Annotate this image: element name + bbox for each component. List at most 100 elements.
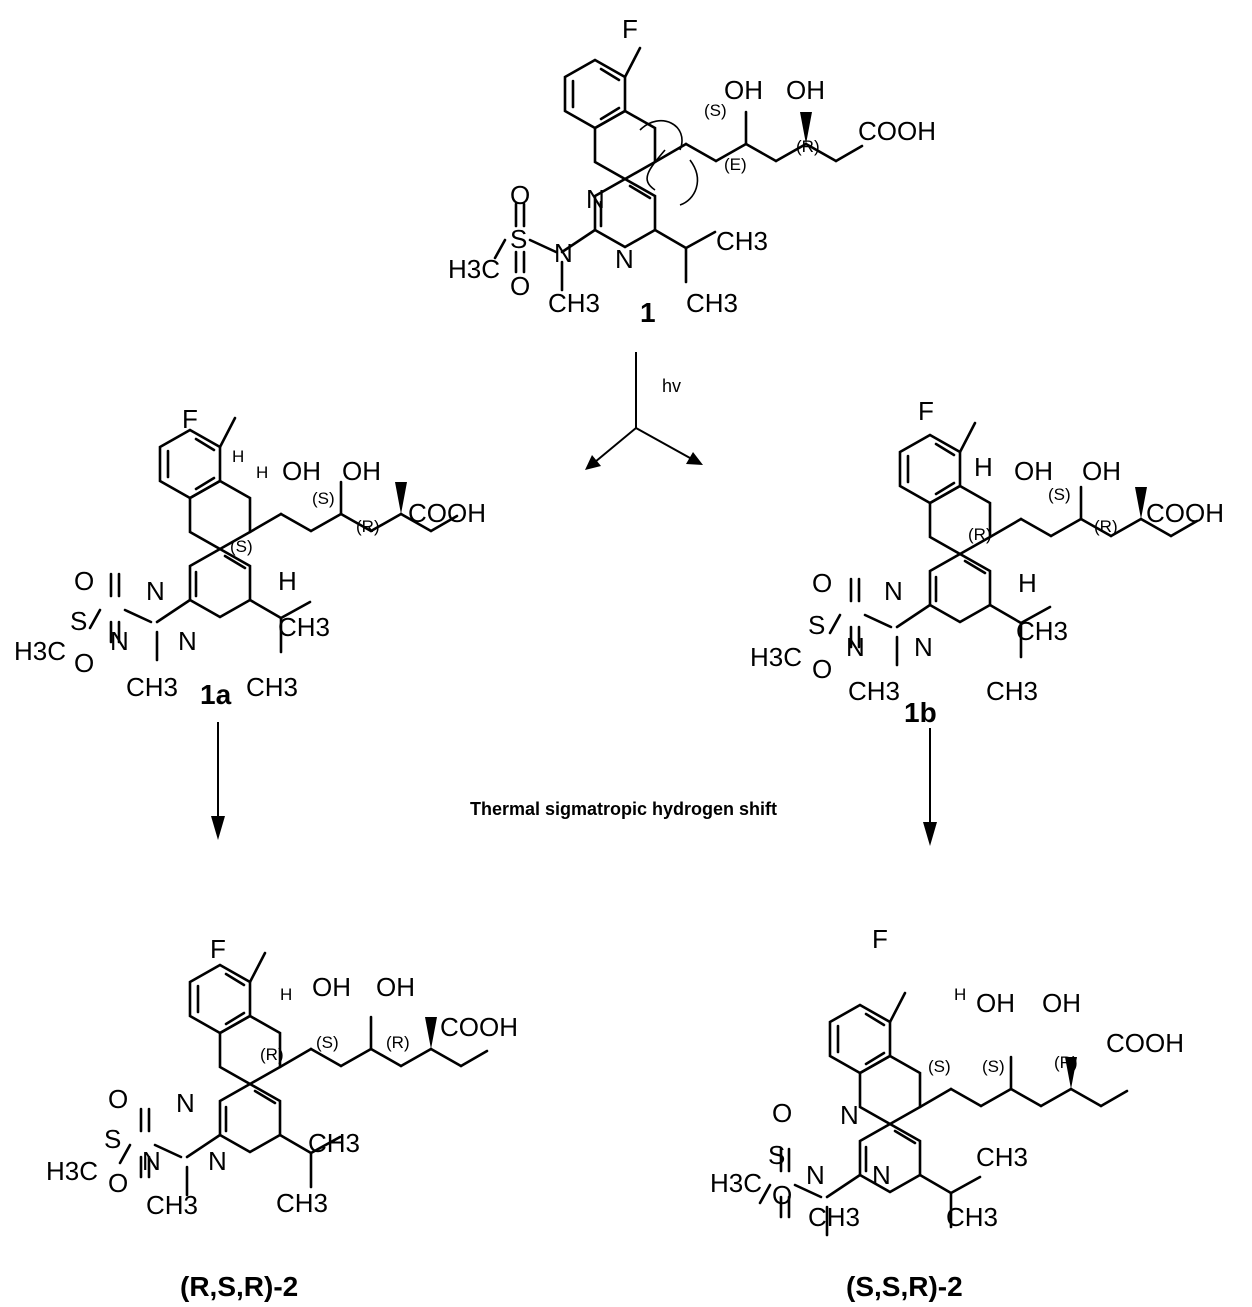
compound-1b-structure: F H OH OH COOH H N N N S O O H3C CH3 CH3… xyxy=(750,396,1224,728)
compound-label: (S,S,R)-2 xyxy=(846,1271,963,1302)
atom-hydrogen: H xyxy=(280,985,292,1004)
atom-methyl: CH3 xyxy=(548,288,600,318)
atom-sulfur: S xyxy=(70,606,87,636)
atom-hydroxyl: OH xyxy=(342,456,381,486)
atom-hydroxyl: OH xyxy=(1042,988,1081,1018)
stereo-descriptor: (R) xyxy=(356,517,380,536)
atom-methyl: H3C xyxy=(750,642,802,672)
stereo-descriptor: (R) xyxy=(386,1033,410,1052)
atom-oxygen: O xyxy=(74,566,94,596)
thermal-shift-arrows: Thermal sigmatropic hydrogen shift xyxy=(211,722,937,846)
atom-methyl: CH3 xyxy=(716,226,768,256)
atom-nitrogen: N xyxy=(178,626,197,656)
atom-hydrogen: H xyxy=(954,985,966,1004)
atom-fluorine: F xyxy=(182,404,198,434)
atom-methyl: H3C xyxy=(448,254,500,284)
stereo-descriptor: (R) xyxy=(1054,1053,1078,1072)
stereo-descriptor: (S) xyxy=(704,101,727,120)
atom-sulfur: S xyxy=(104,1124,121,1154)
atom-hydrogen: H xyxy=(1018,568,1037,598)
atom-oxygen: O xyxy=(772,1098,792,1128)
atom-methyl: CH3 xyxy=(976,1142,1028,1172)
atom-oxygen: O xyxy=(510,271,530,301)
compound-label: 1 xyxy=(640,297,656,328)
photochemical-arrow: hv xyxy=(585,352,703,470)
atom-methyl: CH3 xyxy=(146,1190,198,1220)
atom-methyl: CH3 xyxy=(686,288,738,318)
atom-hydrogen: H xyxy=(232,447,244,466)
atom-methyl: H3C xyxy=(14,636,66,666)
stereo-descriptor: (R) xyxy=(260,1045,284,1064)
atom-hydroxyl: OH xyxy=(1082,456,1121,486)
atom-nitrogen: N xyxy=(208,1146,227,1176)
atom-oxygen: O xyxy=(812,568,832,598)
atom-methyl: CH3 xyxy=(308,1128,360,1158)
compound-ssr-2-structure: F H OH OH COOH N N N S O O H3C CH3 CH3 C… xyxy=(710,924,1184,1302)
atom-methyl: CH3 xyxy=(808,1202,860,1232)
atom-sulfur: S xyxy=(510,224,527,254)
compound-label: 1a xyxy=(200,679,232,710)
atom-oxygen: O xyxy=(108,1084,128,1114)
atom-nitrogen: N xyxy=(872,1160,891,1190)
stereo-descriptor: (S) xyxy=(928,1057,951,1076)
compound-1-structure: F OH OH COOH N N N S O O H3C CH3 CH3 CH3… xyxy=(448,14,936,328)
atom-hydrogen: H xyxy=(974,452,993,482)
atom-methyl: CH3 xyxy=(1016,616,1068,646)
stereo-descriptor: (S) xyxy=(316,1033,339,1052)
atom-fluorine: F xyxy=(872,924,888,954)
stereo-descriptor: (R) xyxy=(1094,517,1118,536)
atom-nitrogen: N xyxy=(840,1100,859,1130)
atom-fluorine: F xyxy=(210,934,226,964)
atom-hydroxyl: OH xyxy=(786,75,825,105)
atom-hydroxyl: OH xyxy=(724,75,763,105)
atom-nitrogen: N xyxy=(146,576,165,606)
atom-hydroxyl: OH xyxy=(1014,456,1053,486)
atom-carboxyl: COOH xyxy=(858,116,936,146)
stereo-descriptor: (S) xyxy=(230,537,253,556)
stereo-descriptor: (R) xyxy=(968,525,992,544)
atom-fluorine: F xyxy=(622,14,638,44)
atom-sulfur: S xyxy=(808,610,825,640)
atom-nitrogen: N xyxy=(806,1160,825,1190)
atom-methyl: CH3 xyxy=(276,1188,328,1218)
atom-oxygen: O xyxy=(510,180,530,210)
atom-hydroxyl: OH xyxy=(376,972,415,1002)
atom-nitrogen: N xyxy=(846,632,865,662)
atom-nitrogen: N xyxy=(586,184,605,214)
condition-label: hv xyxy=(662,376,681,396)
atom-methyl: H3C xyxy=(46,1156,98,1186)
condition-label: Thermal sigmatropic hydrogen shift xyxy=(470,799,777,819)
atom-nitrogen: N xyxy=(176,1088,195,1118)
compound-rsr-2-structure: F H OH OH COOH N N N S O O H3C CH3 CH3 C… xyxy=(46,934,518,1302)
atom-hydroxyl: OH xyxy=(976,988,1015,1018)
atom-carboxyl: COOH xyxy=(1146,498,1224,528)
atom-methyl: CH3 xyxy=(126,672,178,702)
atom-nitrogen: N xyxy=(884,576,903,606)
stereo-descriptor: (S) xyxy=(982,1057,1005,1076)
atom-nitrogen: N xyxy=(142,1146,161,1176)
stereo-descriptor: (S) xyxy=(312,489,335,508)
atom-hydrogen: H xyxy=(256,463,268,482)
atom-nitrogen: N xyxy=(914,632,933,662)
atom-nitrogen: N xyxy=(615,244,634,274)
atom-carboxyl: COOH xyxy=(408,498,486,528)
atom-sulfur: S xyxy=(768,1140,785,1170)
atom-hydroxyl: OH xyxy=(282,456,321,486)
atom-oxygen: O xyxy=(74,648,94,678)
atom-methyl: H3C xyxy=(710,1168,762,1198)
atom-fluorine: F xyxy=(918,396,934,426)
atom-methyl: CH3 xyxy=(848,676,900,706)
compound-label: (R,S,R)-2 xyxy=(180,1271,298,1302)
atom-nitrogen: N xyxy=(110,626,129,656)
atom-nitrogen: N xyxy=(554,238,573,268)
compound-1a-structure: F H H OH OH COOH H N N N S O O H3C CH3 C… xyxy=(14,404,486,710)
atom-methyl: CH3 xyxy=(246,672,298,702)
stereo-descriptor: (S) xyxy=(1048,485,1071,504)
atom-hydroxyl: OH xyxy=(312,972,351,1002)
atom-oxygen: O xyxy=(772,1180,792,1210)
atom-oxygen: O xyxy=(108,1168,128,1198)
stereo-descriptor: (R) xyxy=(796,137,820,156)
atom-methyl: CH3 xyxy=(946,1202,998,1232)
atom-carboxyl: COOH xyxy=(440,1012,518,1042)
